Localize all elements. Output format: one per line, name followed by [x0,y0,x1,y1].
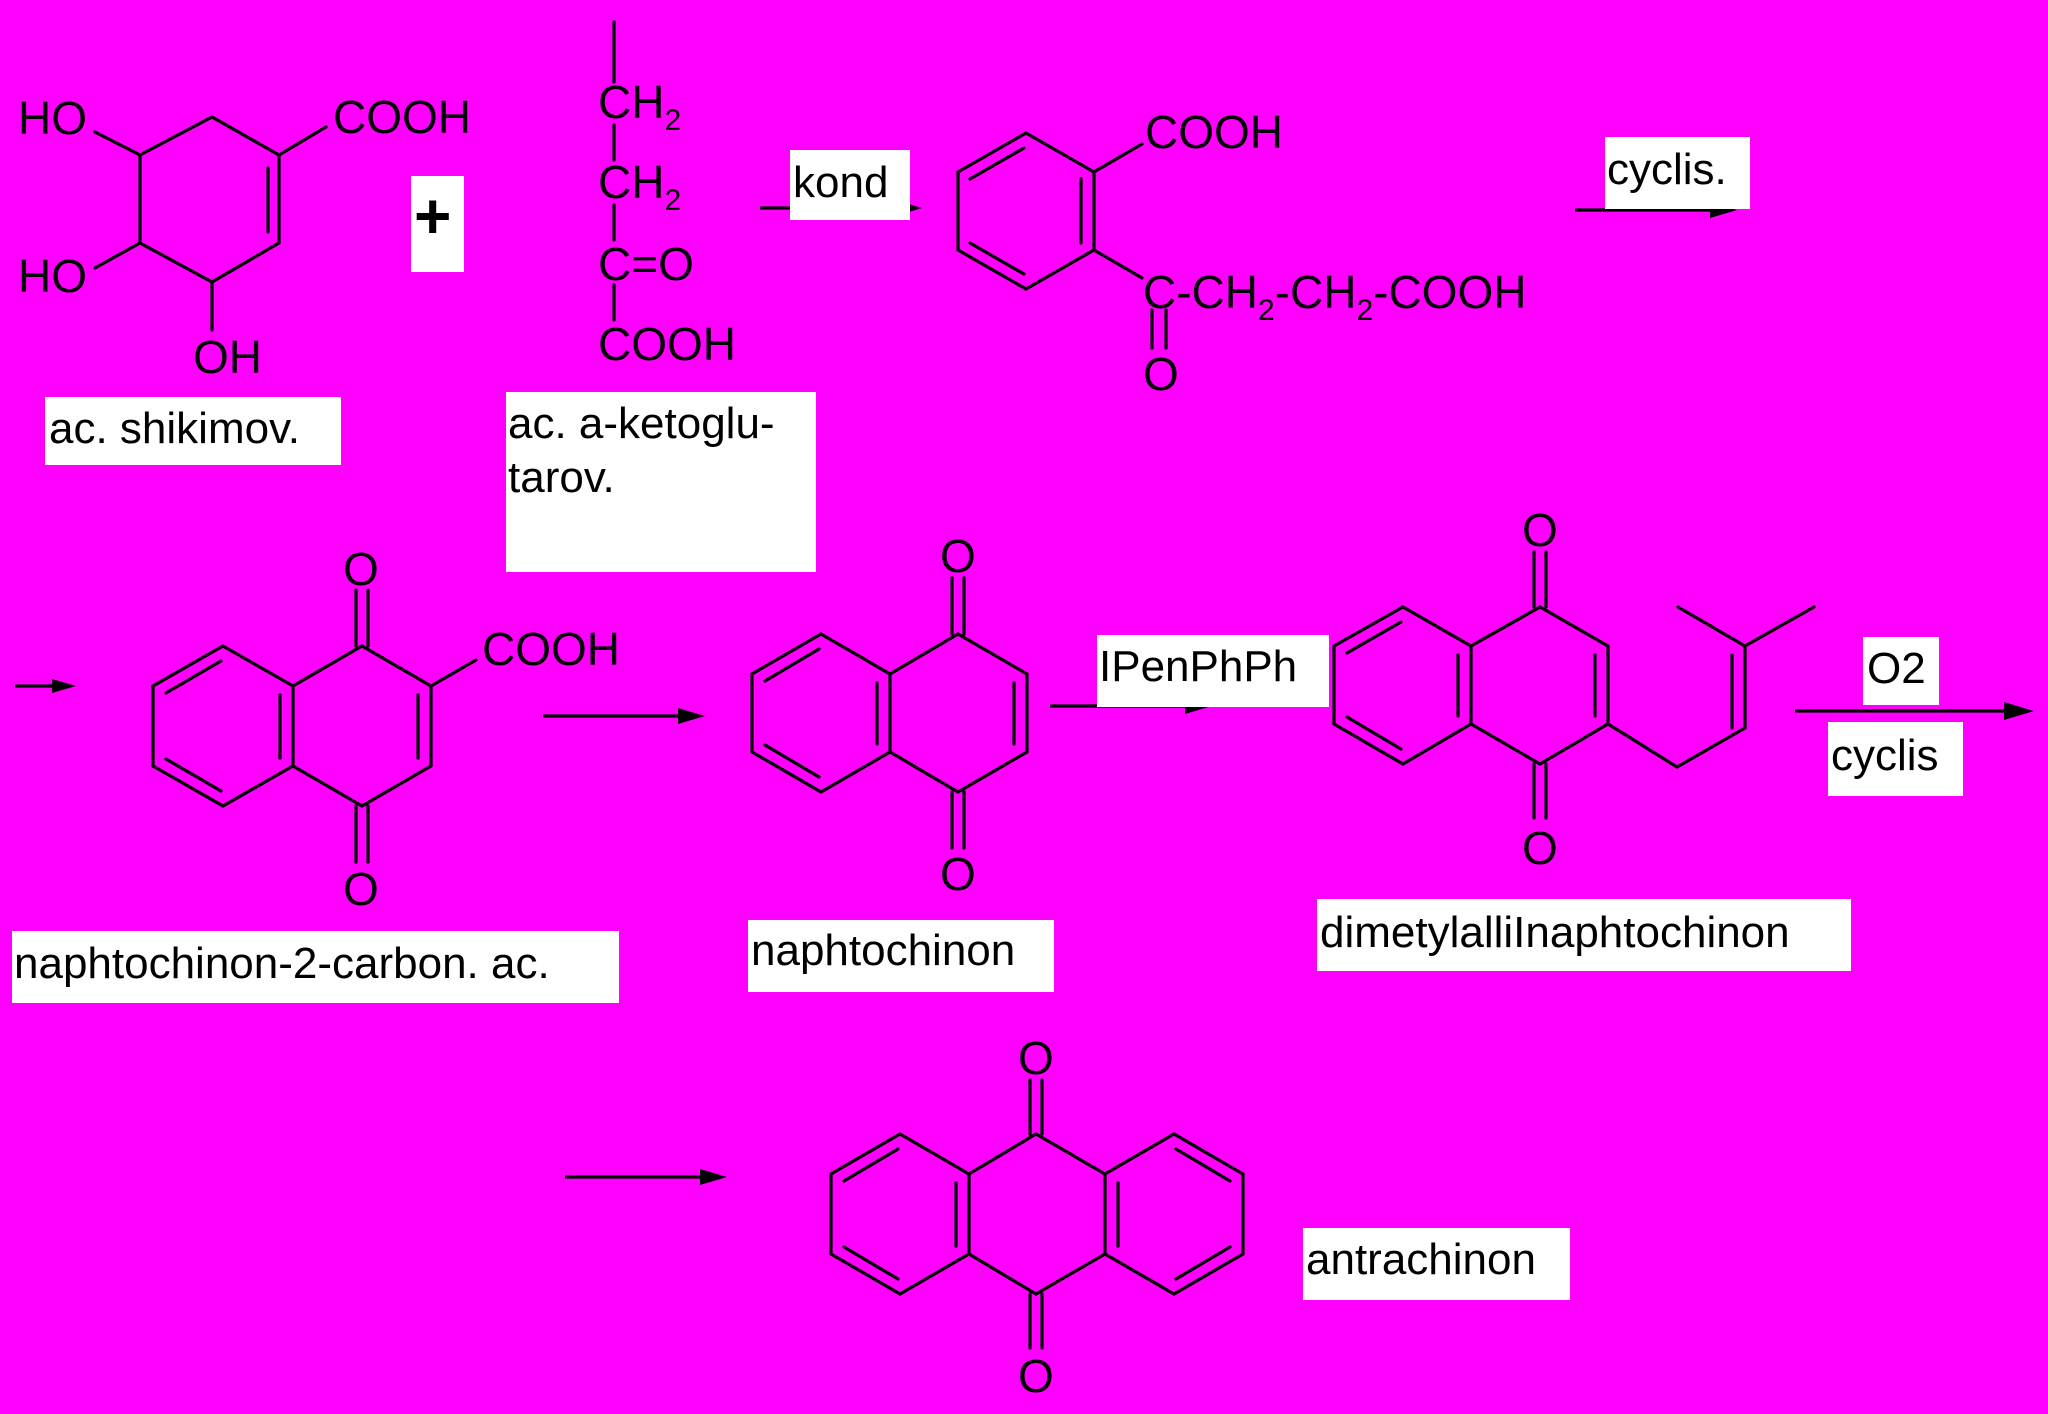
ketoglutaric-carbonyl: C=O [598,238,694,290]
naphthoquinone-structure: O O [750,530,1029,900]
shikimic-ho-top: HO [18,92,87,144]
condition-cyclisation-2: cyclis [1831,731,1939,780]
dmanq-o-bottom: O [1522,822,1558,874]
shikimic-cooh: COOH [333,91,471,143]
succinylbenzoic-cooh: COOH [1145,106,1283,158]
anthraquinone-structure: O O [829,1032,1245,1402]
naphthoquinone-label: naphtochinon [751,926,1015,975]
nq-o-top: O [940,530,976,582]
shikimic-ho-bottom: HO [18,250,87,302]
aq-o-bottom: O [1018,1350,1054,1402]
shikimic-acid-structure: HO HO OH COOH [18,91,471,383]
arrow-oxidative-cyclisation [1795,702,2034,720]
succinylbenzoic-keto-o: O [1143,348,1179,400]
plus-sign: + [414,180,451,252]
arrow-row-continuation [15,679,76,693]
nqca-o-bottom: O [343,863,379,915]
ketoglutaric-ch2-upper: CH2 [598,76,681,137]
nqca-o-top: O [343,543,379,595]
condition-condensation: kond [793,158,888,207]
nq-o-bottom: O [940,848,976,900]
succinylbenzoic-acid-structure: COOH C-CH2-CH2-COOH O [956,106,1526,400]
condition-prenylation: IPenPhPh [1099,642,1297,691]
condition-oxidation: O2 [1867,644,1926,693]
arrow-decarboxylation [543,708,705,724]
naphthoquinone-carboxylic-acid-label: naphtochinon-2-carbon. ac. [14,939,550,988]
ketoglutaric-acid-label-line2: tarov. [508,453,615,502]
ketoglutaric-acid-label-line1: ac. a-ketoglu- [508,399,775,448]
dimethylallyl-naphthoquinone-label: dimetylalliInaphtochinon [1320,908,1790,957]
ketoglutaric-cooh: COOH [598,318,736,370]
aq-o-top: O [1018,1032,1054,1084]
ketoglutaric-ch2-lower: CH2 [598,156,681,217]
shikimic-acid-label: ac. shikimov. [49,404,300,453]
succinylbenzoic-side-chain: C-CH2-CH2-COOH [1143,266,1526,327]
anthraquinone-label: antrachinon [1306,1235,1536,1284]
dmanq-o-top: O [1522,504,1558,556]
naphthoquinone-carboxylic-acid-structure: O O COOH [151,543,620,915]
ketoglutaric-acid-structure: CH2 CH2 C=O COOH [598,20,736,370]
condition-cyclisation-1: cyclis. [1607,145,1727,194]
dimethylallyl-naphthoquinone-structure: O O [1332,504,1816,874]
shikimic-oh: OH [193,331,262,383]
arrow-final [565,1169,727,1185]
nqca-cooh: COOH [482,623,620,675]
